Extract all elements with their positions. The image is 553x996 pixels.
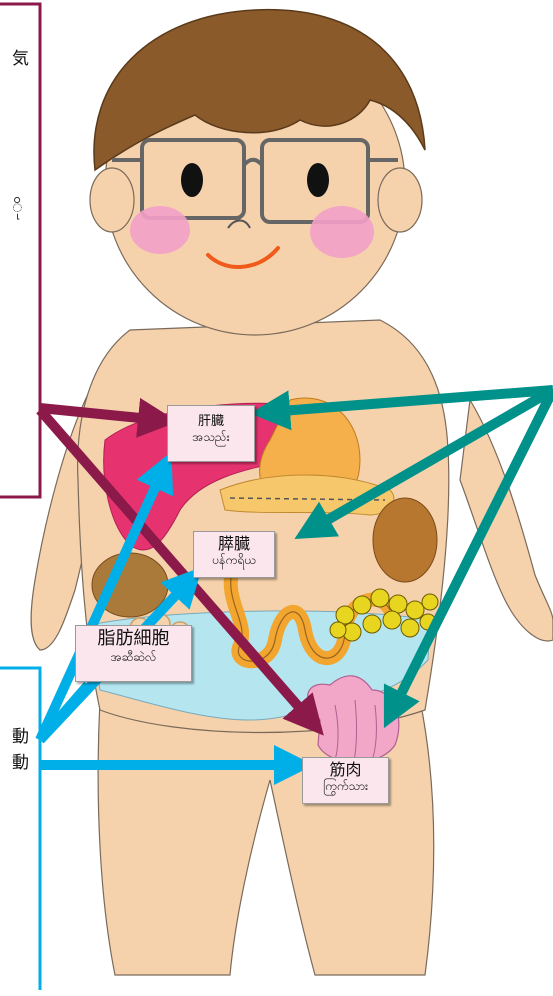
arrow-maroon-to-liver xyxy=(39,397,178,438)
muscle-label-ja: 筋肉 xyxy=(329,760,362,779)
arrows xyxy=(35,385,553,785)
liver-label: 肝臓 အသည်း xyxy=(167,405,255,462)
bottom-left-text-1: 動 xyxy=(12,727,29,747)
arrow-maroon-to-muscle xyxy=(36,406,324,736)
pancreas-label: 膵臓 ပန်ကရိယ xyxy=(193,531,275,578)
liver-label-ja: 肝臓 xyxy=(197,414,224,429)
kidney-right xyxy=(372,497,438,583)
right-ear xyxy=(377,167,423,233)
organs xyxy=(91,397,439,763)
nose xyxy=(227,219,251,229)
left-ear xyxy=(89,167,135,233)
muscle-label: 筋肉 ကြွက်သား xyxy=(302,757,389,804)
arrow-teal-to-liver xyxy=(250,385,553,431)
left-cheek xyxy=(130,206,190,254)
arrow-teal-to-muscle xyxy=(383,387,553,729)
fat-cell-label: 脂肪細胞 အဆီဆဲလ် xyxy=(75,625,192,682)
hair xyxy=(93,8,426,172)
left-eye xyxy=(181,163,203,197)
arrow-teal-to-pancreas xyxy=(294,385,553,539)
muscle-label-my: ကြွက်သား xyxy=(322,779,369,794)
mouth xyxy=(206,246,280,269)
arrow-blue-to-liver xyxy=(35,451,174,743)
right-arm xyxy=(459,398,553,642)
top-left-frame xyxy=(0,2,42,499)
top-left-text-1: 気 xyxy=(12,49,29,69)
bottom-left-frame xyxy=(0,666,42,990)
top-left-text-2: ို xyxy=(12,197,23,217)
bottom-left-text-2: 動 xyxy=(12,753,29,773)
fat-cells-cluster xyxy=(329,588,439,642)
right-cheek xyxy=(310,206,374,258)
pancreas-label-my: ပန်ကရိယ xyxy=(212,553,256,568)
arrow-blue-to-fat xyxy=(36,681,92,744)
liver-label-my: အသည်း xyxy=(192,429,230,444)
fat-cell-label-my: အဆီဆဲလ် xyxy=(110,649,157,664)
fat-cell-label-ja: 脂肪細胞 xyxy=(97,628,170,649)
pancreas-label-ja: 膵臓 xyxy=(217,534,250,553)
right-eye xyxy=(307,163,329,197)
